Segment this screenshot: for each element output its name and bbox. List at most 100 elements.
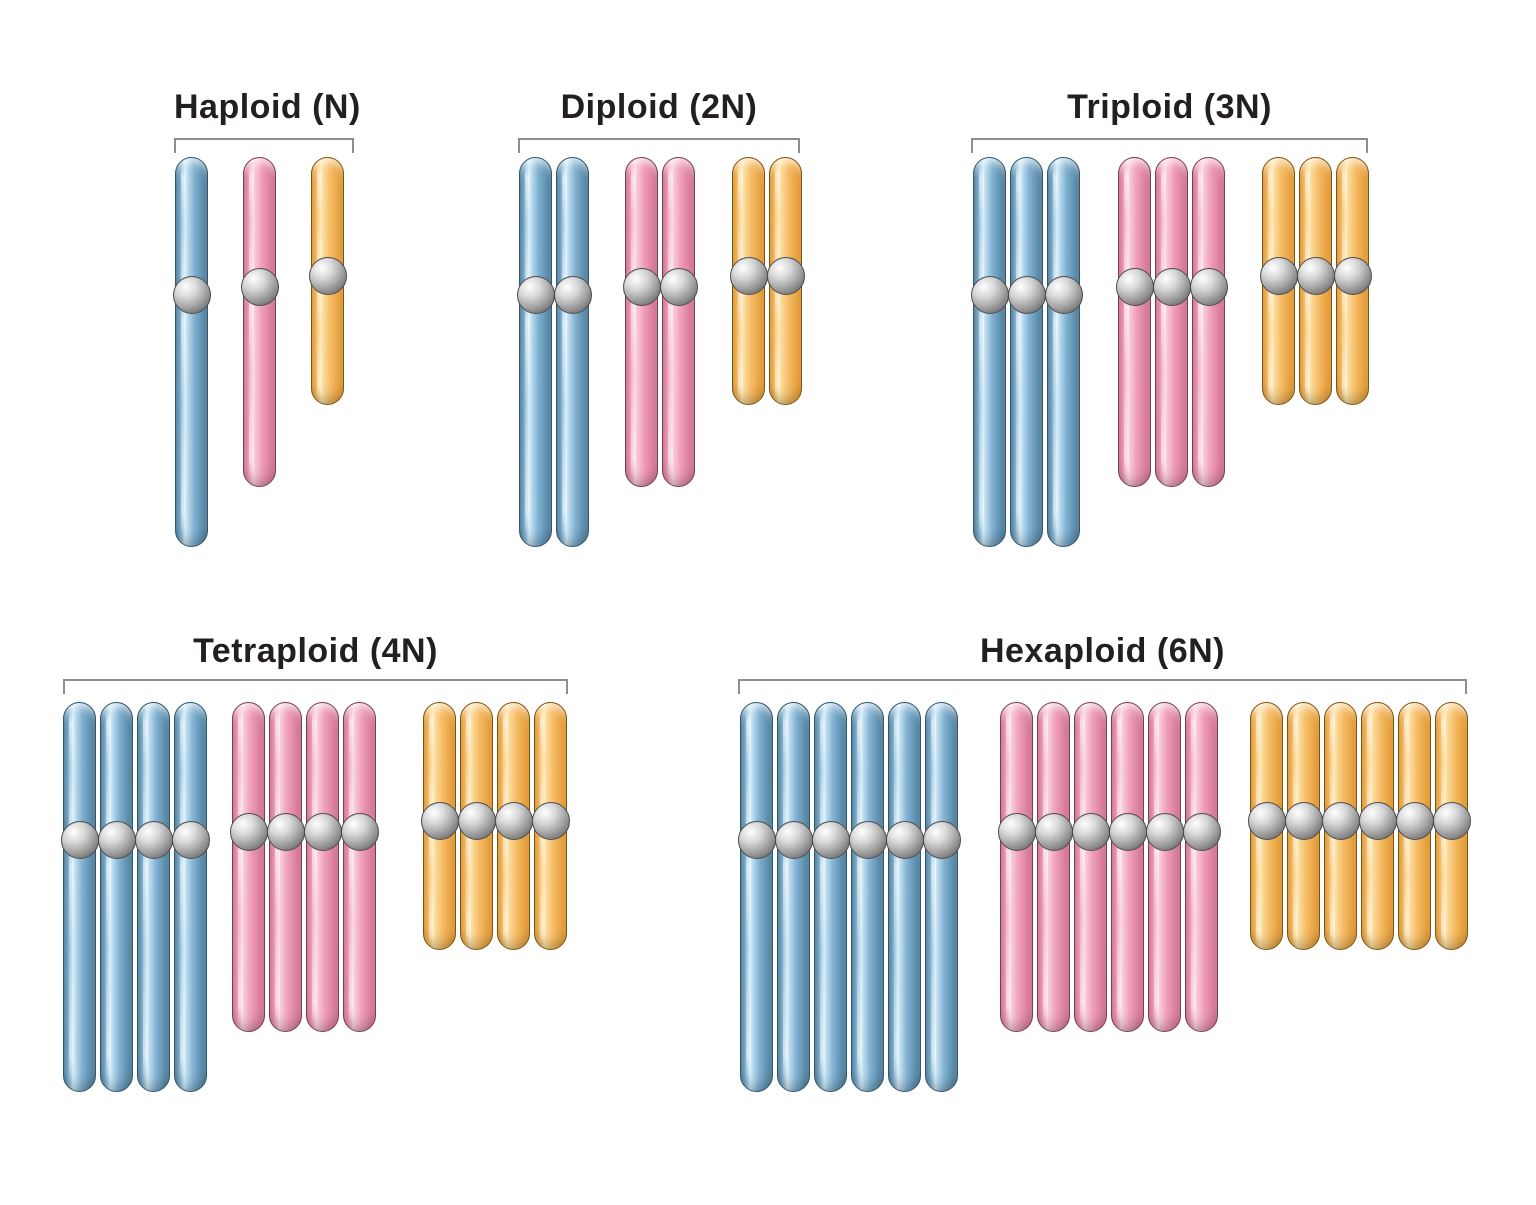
centromere bbox=[1115, 268, 1154, 306]
centromere bbox=[531, 802, 570, 840]
chromosome-blue bbox=[553, 157, 592, 547]
centromere bbox=[1152, 268, 1191, 306]
centromere bbox=[171, 821, 210, 859]
centromere bbox=[97, 821, 136, 859]
chromosome-cluster-blue bbox=[60, 702, 210, 1092]
group-label-hexaploid: Hexaploid (6N) bbox=[979, 632, 1226, 670]
centromere bbox=[1321, 802, 1360, 840]
chromosome-lower-arm bbox=[306, 822, 339, 1032]
chromosome-blue bbox=[171, 702, 210, 1092]
chromosome-lower-arm bbox=[556, 285, 589, 547]
chromosome-blue bbox=[737, 702, 776, 1092]
chromosome-lower-arm bbox=[343, 822, 376, 1032]
centromere bbox=[848, 821, 887, 859]
centromere bbox=[494, 802, 533, 840]
chromosome-pink bbox=[659, 157, 698, 487]
chromosome-lower-arm bbox=[777, 830, 810, 1092]
centromere bbox=[1071, 813, 1110, 851]
chromosome-lower-arm bbox=[740, 830, 773, 1092]
chromosome-yellow bbox=[1432, 702, 1471, 950]
chromosome-pink bbox=[1034, 702, 1073, 1032]
chromosome-yellow bbox=[1247, 702, 1286, 950]
chromosome-blue bbox=[1007, 157, 1046, 547]
chromosome-lower-arm bbox=[1185, 822, 1218, 1032]
chromosome-lower-arm bbox=[1192, 277, 1225, 487]
chromosome-lower-arm bbox=[662, 277, 695, 487]
chromosome-pink bbox=[1189, 157, 1228, 487]
chromosome-blue bbox=[134, 702, 173, 1092]
chromosome-lower-arm bbox=[1155, 277, 1188, 487]
chromosome-yellow bbox=[420, 702, 459, 950]
chromosome-yellow bbox=[1284, 702, 1323, 950]
chromosome-lower-arm bbox=[925, 830, 958, 1092]
centromere bbox=[811, 821, 850, 859]
chromosome-cluster-pink bbox=[229, 702, 379, 1032]
centromere bbox=[303, 813, 342, 851]
chromosome-lower-arm bbox=[625, 277, 658, 487]
chromosome-yellow bbox=[308, 157, 347, 405]
chromosome-pink bbox=[229, 702, 268, 1032]
chromosome-cluster-blue bbox=[970, 157, 1083, 547]
group-label-tetraploid: Tetraploid (4N) bbox=[193, 632, 438, 670]
group-bracket-diploid bbox=[518, 138, 800, 153]
centromere bbox=[1247, 802, 1286, 840]
chromosome-pink bbox=[1108, 702, 1147, 1032]
chromosome-cluster-blue bbox=[516, 157, 592, 547]
chromosome-pink bbox=[266, 702, 305, 1032]
centromere bbox=[420, 802, 459, 840]
centromere bbox=[172, 276, 211, 314]
chromosome-yellow bbox=[1358, 702, 1397, 950]
chromosome-blue bbox=[970, 157, 1009, 547]
centromere bbox=[266, 813, 305, 851]
chromosome-yellow bbox=[457, 702, 496, 950]
centromere bbox=[457, 802, 496, 840]
centromere bbox=[134, 821, 173, 859]
chromosome-lower-arm bbox=[174, 830, 207, 1092]
chromosome-blue bbox=[811, 702, 850, 1092]
chromosome-cluster-blue bbox=[172, 157, 211, 547]
centromere bbox=[922, 821, 961, 859]
centromere bbox=[340, 813, 379, 851]
chromosome-lower-arm bbox=[851, 830, 884, 1092]
chromosome-pink bbox=[1152, 157, 1191, 487]
chromosome-lower-arm bbox=[1111, 822, 1144, 1032]
chromosome-cluster-blue bbox=[737, 702, 961, 1092]
chromosome-blue bbox=[922, 702, 961, 1092]
chromosome-yellow bbox=[1321, 702, 1360, 950]
chromosome-blue bbox=[60, 702, 99, 1092]
chromosome-cluster-pink bbox=[622, 157, 698, 487]
chromosome-cluster-yellow bbox=[1247, 702, 1471, 950]
chromosome-pink bbox=[1071, 702, 1110, 1032]
group-bracket-tetraploid bbox=[63, 679, 568, 694]
centromere bbox=[1296, 257, 1335, 295]
chromosome-lower-arm bbox=[63, 830, 96, 1092]
chromosome-lower-arm bbox=[973, 285, 1006, 547]
centromere bbox=[1259, 257, 1298, 295]
chromosome-lower-arm bbox=[1000, 822, 1033, 1032]
chromosome-lower-arm bbox=[519, 285, 552, 547]
centromere bbox=[553, 276, 592, 314]
centromere bbox=[766, 257, 805, 295]
group-bracket-triploid bbox=[971, 138, 1368, 153]
centromere bbox=[1189, 268, 1228, 306]
chromosome-pink bbox=[1182, 702, 1221, 1032]
centromere bbox=[622, 268, 661, 306]
chromosome-pink bbox=[303, 702, 342, 1032]
chromosome-blue bbox=[848, 702, 887, 1092]
chromosome-yellow bbox=[766, 157, 805, 405]
chromosome-lower-arm bbox=[243, 277, 276, 487]
chromosome-lower-arm bbox=[1047, 285, 1080, 547]
centromere bbox=[659, 268, 698, 306]
chromosome-cluster-pink bbox=[1115, 157, 1228, 487]
group-label-diploid: Diploid (2N) bbox=[560, 88, 758, 126]
centromere bbox=[1108, 813, 1147, 851]
chromosome-yellow bbox=[1333, 157, 1372, 405]
centromere bbox=[229, 813, 268, 851]
group-label-triploid: Triploid (3N) bbox=[1067, 88, 1272, 126]
chromosome-yellow bbox=[729, 157, 768, 405]
group-bracket-haploid bbox=[174, 138, 354, 153]
centromere bbox=[1358, 802, 1397, 840]
centromere bbox=[1182, 813, 1221, 851]
chromosome-cluster-yellow bbox=[420, 702, 570, 950]
